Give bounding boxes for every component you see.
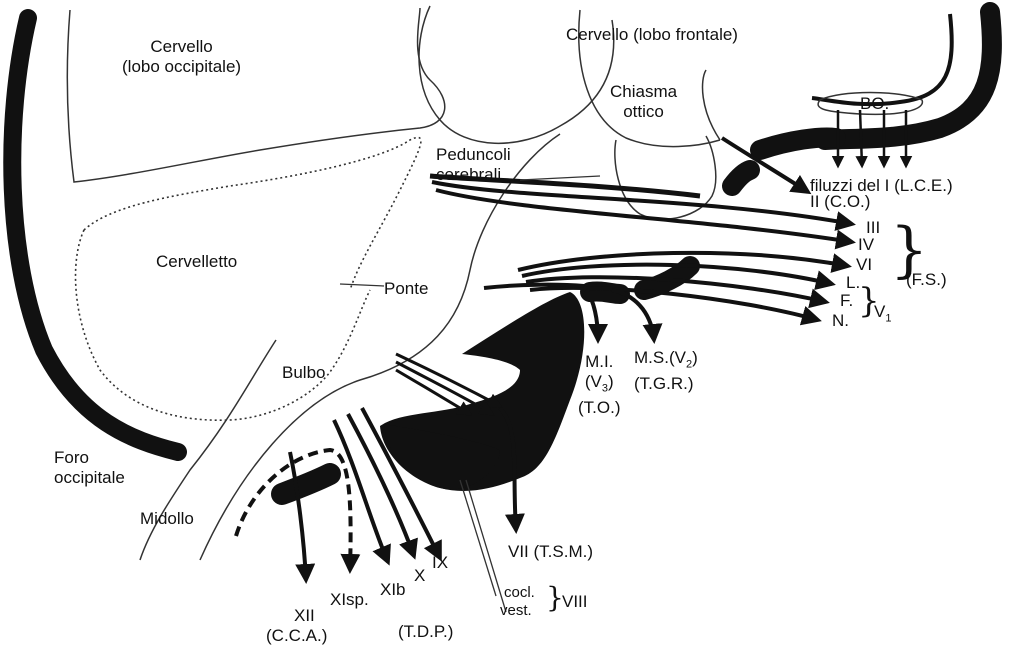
- label-mandibular-nerve: M.I. (V3) (T.O.): [578, 352, 621, 418]
- label-line: Chiasma: [610, 82, 677, 102]
- label-cranial-nerve-xi-spinal: XIsp.: [330, 590, 369, 610]
- label-line: Foro: [54, 448, 125, 468]
- label-anterior-condylar-canal: (C.C.A.): [266, 626, 327, 646]
- label-line: Cervello: [122, 37, 241, 57]
- label-subscript: 1: [885, 312, 891, 324]
- label-cranial-nerve-ix: IX: [432, 553, 448, 573]
- label-part: V: [874, 302, 885, 321]
- label-part: ): [608, 372, 614, 391]
- label-facial-nerve: VII (T.S.M.): [508, 542, 593, 562]
- label-occipital-lobe: Cervello (lobo occipitale): [122, 37, 241, 77]
- label-cranial-nerve-viii: VIII: [562, 592, 588, 612]
- label-cochlear: cocl.: [504, 584, 535, 602]
- label-line: M.S.(V2): [634, 348, 698, 374]
- label-superior-orbital-fissure: (F.S.): [906, 270, 947, 290]
- frontal-bone: [825, 12, 992, 140]
- label-line: cerebrali: [436, 165, 511, 185]
- skull-base-piece: [732, 170, 750, 186]
- label-line: (T.O.): [578, 398, 621, 418]
- label-pons: Ponte: [384, 279, 428, 299]
- label-cranial-nerve-xi-bulbar: XIb: [380, 580, 406, 600]
- label-line: (lobo occipitale): [122, 57, 241, 77]
- label-olfactory-bulb: BO.: [860, 94, 889, 114]
- label-jugular-foramen: (T.D.P.): [398, 622, 453, 642]
- label-line: M.I.: [578, 352, 621, 372]
- skull-base-piece: [282, 474, 330, 494]
- label-cerebellum: Cervelletto: [156, 252, 237, 272]
- frontal-bone-inner: [812, 14, 952, 104]
- label-cranial-nerve-iv: IV: [858, 235, 874, 255]
- label-ophthalmic-nerve: V1: [874, 302, 891, 328]
- label-part: M.S.(V: [634, 348, 686, 367]
- occipital-lobe-outline: [67, 8, 444, 182]
- label-vestibular: vest.: [500, 602, 532, 620]
- label-line: occipitale: [54, 468, 125, 488]
- label-line: (T.G.R.): [634, 374, 698, 394]
- label-cerebral-peduncles: Peduncoli cerebrali: [436, 145, 511, 185]
- label-line: ottico: [610, 102, 677, 122]
- brainstem-outline: [703, 70, 720, 140]
- skull-bone: [12, 18, 178, 452]
- label-part: (V: [585, 372, 602, 391]
- label-line: (V3): [578, 372, 621, 398]
- label-frontal-branch: F.: [840, 291, 853, 311]
- label-part: ): [692, 348, 698, 367]
- label-line: Peduncoli: [436, 145, 511, 165]
- label-cranial-nerve-ii: II (C.O.): [810, 192, 870, 212]
- vestibulocochlear-lines: [460, 480, 506, 612]
- label-cranial-nerve-x: X: [414, 566, 425, 586]
- label-medulla-oblongata: Bulbo: [282, 363, 325, 383]
- label-frontal-lobe: Cervello (lobo frontale): [566, 25, 738, 45]
- label-spinal-cord: Midollo: [140, 509, 194, 529]
- label-optic-chiasm: Chiasma ottico: [610, 82, 677, 122]
- label-nasociliary-branch: N.: [832, 311, 849, 331]
- label-cranial-nerve-xii: XII: [294, 606, 315, 626]
- label-maxillary-nerve: M.S.(V2) (T.G.R.): [634, 348, 698, 394]
- label-foramen-magnum: Foro occipitale: [54, 448, 125, 488]
- label-cranial-nerve-vi: VI: [856, 255, 872, 275]
